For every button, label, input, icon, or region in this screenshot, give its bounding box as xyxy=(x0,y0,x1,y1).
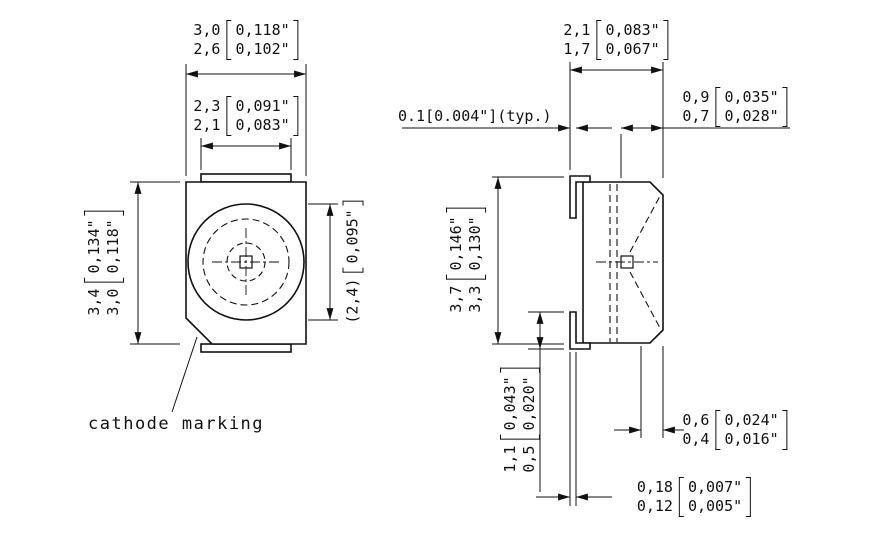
dim-label-front-width-outer: 3,0 2,6 0,118" 0,102" xyxy=(193,20,299,60)
side-top-lead xyxy=(569,175,591,219)
inch-value: 0,095" xyxy=(343,209,362,264)
inch-value: 0,083" xyxy=(235,116,290,134)
mm-value: 0,12 xyxy=(636,497,673,515)
front-bottom-lead-tab xyxy=(200,343,292,353)
dim-label-front-width-inner: 2,3 2,1 0,091" 0,083" xyxy=(193,96,299,136)
inch-value: 0,118" xyxy=(235,21,290,39)
inch-value: 0,016" xyxy=(724,430,779,448)
bracket-right xyxy=(663,20,669,60)
dim-label-lens-diameter: (2,4) 0,095" xyxy=(342,200,364,324)
inch-value: 0,083" xyxy=(605,21,660,39)
mm-value: 3,3 xyxy=(466,285,484,313)
inch-value: 0,005" xyxy=(687,497,743,515)
bracket-left xyxy=(84,277,124,283)
bracket-right xyxy=(500,367,540,373)
bracket-left xyxy=(596,20,602,60)
dim-label-front-height: 3,4 3,0 0,134" 0,118" xyxy=(84,210,124,316)
bracket-right xyxy=(342,200,364,206)
bracket-left xyxy=(226,96,232,136)
inch-value: 0,102" xyxy=(235,40,290,58)
inch-value: 0,035" xyxy=(724,88,779,106)
inch-value: 0,020" xyxy=(520,376,538,431)
mm-value: 1,7 xyxy=(563,40,591,58)
bracket-right xyxy=(782,410,788,450)
bracket-right xyxy=(746,477,752,517)
inch-value: 0,067" xyxy=(605,40,660,58)
inch-value: 0,091" xyxy=(235,97,290,115)
front-top-lead-tab xyxy=(200,173,292,183)
bracket-right xyxy=(293,96,299,136)
mm-value: (2,4) xyxy=(343,278,362,324)
inch-value: 0,043" xyxy=(501,376,519,431)
bracket-left xyxy=(446,274,486,280)
bracket-left xyxy=(715,87,721,127)
mm-value: 0,5 xyxy=(520,445,538,473)
mm-value: 1,1 xyxy=(501,445,519,473)
dim-label-lead-width: 0,6 0,4 0,024" 0,016" xyxy=(682,410,788,450)
lens-inner-dashed-circle xyxy=(202,218,290,306)
bracket-right xyxy=(84,210,124,216)
mm-value: 0,6 xyxy=(682,411,710,429)
bracket-right xyxy=(782,87,788,127)
dim-label-lead-offset-top: 0,9 0,7 0,035" 0,028" xyxy=(682,87,788,127)
cathode-leader-line xyxy=(171,336,198,413)
side-view xyxy=(402,62,790,506)
cathode-marking-label: cathode marking xyxy=(88,414,265,434)
bracket-left xyxy=(678,477,684,517)
mm-value: 2,1 xyxy=(563,21,591,39)
inch-value: 0,024" xyxy=(724,411,779,429)
mm-value: 2,6 xyxy=(193,40,221,58)
bracket-left xyxy=(715,410,721,450)
bracket-left xyxy=(500,434,540,440)
inch-value: 0,134" xyxy=(85,219,103,274)
dim-label-side-depth: 2,1 1,7 0,083" 0,067" xyxy=(563,20,669,60)
front-view xyxy=(130,64,338,413)
lens-outline xyxy=(187,203,305,321)
dim-label-lead-length: 1,1 0,5 0,043" 0,020" xyxy=(500,367,540,473)
mm-value: 3,7 xyxy=(447,285,465,313)
mm-value: 0,18 xyxy=(636,478,673,496)
inch-value: 0,146" xyxy=(447,216,465,271)
mm-value: 3,0 xyxy=(104,288,122,316)
inch-value: 0,028" xyxy=(724,107,779,125)
mm-value: 2,1 xyxy=(193,116,221,134)
bracket-right xyxy=(446,207,486,213)
mm-value: 3,4 xyxy=(85,288,103,316)
typ-note-label: 0.1[0.004"](typ.) xyxy=(398,107,552,125)
dim-label-side-height: 3,7 3,3 0,146" 0,130" xyxy=(446,207,486,313)
bracket-right xyxy=(293,20,299,60)
bracket-left xyxy=(342,267,364,273)
inch-value: 0,118" xyxy=(104,219,122,274)
bracket-left xyxy=(226,20,232,60)
mm-value: 3,0 xyxy=(193,21,221,39)
mm-value: 2,3 xyxy=(193,97,221,115)
mm-value: 0,7 xyxy=(682,107,710,125)
mm-value: 0,9 xyxy=(682,88,710,106)
side-bottom-lead xyxy=(569,311,591,350)
mm-value: 0,4 xyxy=(682,430,710,448)
inch-value: 0,130" xyxy=(466,216,484,271)
dim-label-lead-thickness: 0,18 0,12 0,007" 0,005" xyxy=(636,477,752,517)
side-package-body xyxy=(582,181,664,344)
inch-value: 0,007" xyxy=(687,478,743,496)
